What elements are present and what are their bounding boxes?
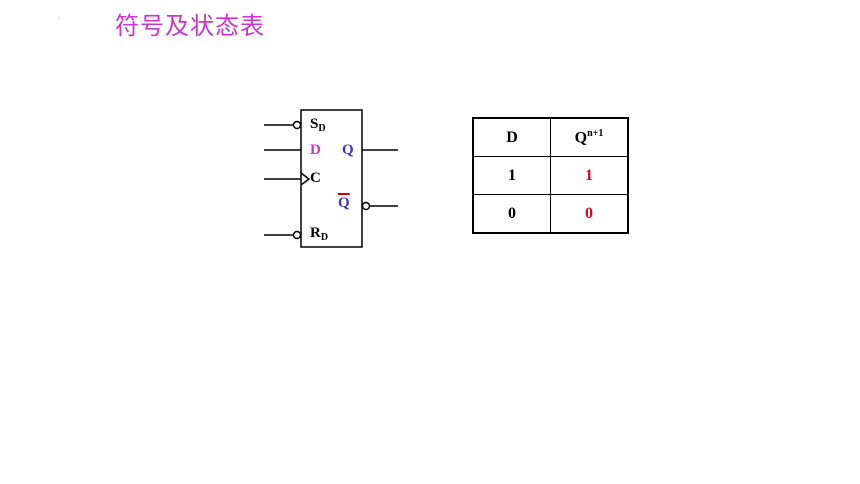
clock-triangle (300, 172, 311, 186)
pin-label-sd: SD (310, 116, 326, 134)
header-q-next: Qn+1 (550, 117, 629, 157)
pin-label-rd: RD (310, 225, 329, 243)
table-row: 1 1 (472, 156, 629, 195)
pin-label-c: C (310, 170, 321, 186)
cell-q-next: 0 (550, 194, 629, 234)
state-table-header-row: D Qn+1 (472, 117, 629, 157)
table-row: 0 0 (472, 194, 629, 234)
cell-q-next: 1 (550, 156, 629, 195)
qbar-inversion-bubble (361, 201, 371, 211)
pin-label-qbar: Q (338, 195, 350, 211)
cell-d: 1 (472, 156, 551, 195)
state-table: D Qn+1 1 1 0 0 (472, 117, 629, 234)
corner-mark: · (58, 14, 61, 23)
header-d: D (472, 117, 551, 157)
rd-inversion-bubble (292, 230, 302, 240)
pin-label-q: Q (342, 142, 354, 158)
pin-label-d: D (310, 142, 321, 158)
cell-d: 0 (472, 194, 551, 234)
sd-inversion-bubble (292, 120, 302, 130)
slide-title: 符号及状态表 (115, 12, 265, 40)
